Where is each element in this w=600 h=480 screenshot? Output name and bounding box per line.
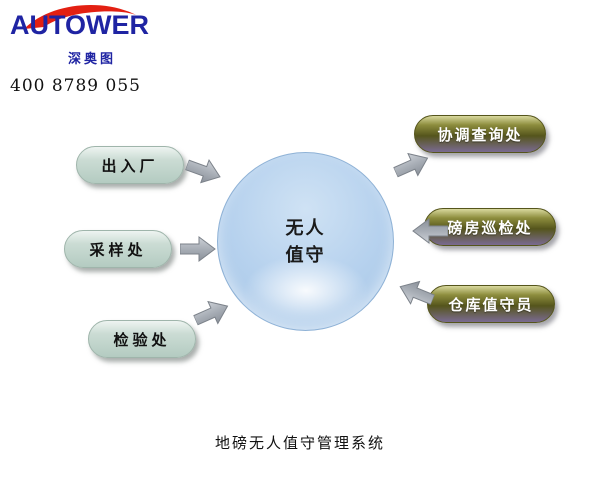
inspection-arrow-icon — [190, 294, 233, 332]
logo-text: AUTOWER — [10, 10, 149, 40]
page-title: 地磅无人值守管理系统 — [214, 434, 385, 452]
weighbridge-inspection-label: 磅房巡检处 — [447, 218, 533, 237]
autower-logo: AUTOWER 深奥图 — [10, 4, 170, 68]
sampling-arrow-icon — [180, 236, 216, 262]
logo-subtext: 深奥图 — [68, 52, 117, 67]
warehouse-attendant-arrow-icon — [394, 274, 437, 312]
warehouse-attendant-label: 仓库值守员 — [448, 295, 534, 314]
entry-exit-label: 出入厂 — [101, 156, 159, 175]
coordination-query-node[interactable]: 协调查询处 — [414, 115, 546, 153]
sampling-label: 采样处 — [89, 240, 147, 259]
center-circle: 无人 值守 — [217, 152, 394, 331]
weighbridge-inspection-arrow-icon — [412, 218, 448, 244]
center-label-line1: 无人 — [285, 217, 326, 239]
center-label-line2: 值守 — [285, 244, 326, 266]
coordination-query-label: 协调查询处 — [437, 125, 523, 144]
inspection-node[interactable]: 检验处 — [88, 320, 196, 358]
warehouse-attendant-node[interactable]: 仓库值守员 — [427, 285, 555, 323]
coordination-query-arrow-icon — [390, 146, 433, 184]
entry-exit-node[interactable]: 出入厂 — [76, 146, 184, 184]
inspection-label: 检验处 — [113, 330, 171, 349]
entry-exit-arrow-icon — [183, 153, 226, 190]
phone-number: 400 8789 055 — [10, 76, 141, 96]
sampling-node[interactable]: 采样处 — [64, 230, 172, 268]
center-label: 无人 值守 — [286, 215, 326, 269]
